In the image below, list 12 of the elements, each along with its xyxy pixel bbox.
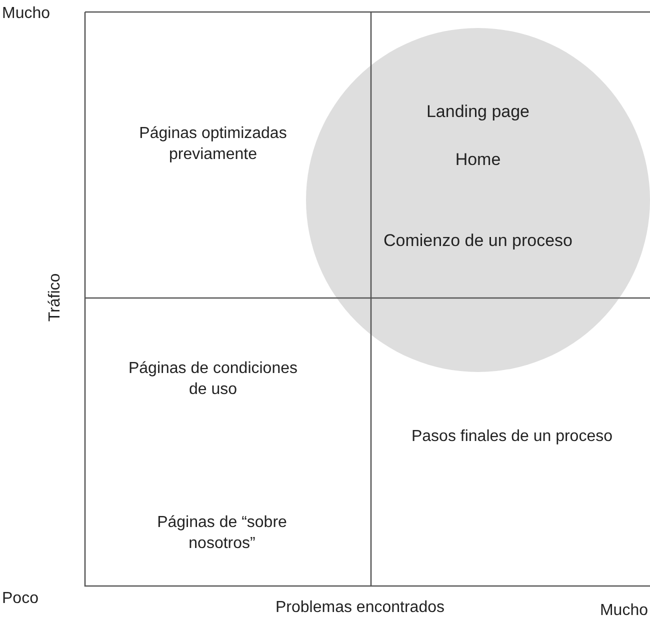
axis-title: Problemas encontrados <box>274 598 446 618</box>
page-label: Landing page <box>425 102 531 122</box>
page-label: Home <box>454 150 502 170</box>
axis-title: Tráfico <box>46 272 64 324</box>
axis-max-label: Mucho <box>598 601 648 618</box>
quadrant-label: Páginas de “sobre nosotros” <box>156 513 288 554</box>
quadrant-label: Páginas de condiciones de uso <box>127 359 298 400</box>
axis-min-label: Poco <box>2 589 40 609</box>
page-label: Comienzo de un proceso <box>382 231 574 251</box>
quadrant-label: Pasos finales de un proceso <box>410 427 614 447</box>
axis-max-label: Mucho <box>2 4 52 24</box>
quadrant-label: Páginas optimizadas previamente <box>138 124 288 165</box>
